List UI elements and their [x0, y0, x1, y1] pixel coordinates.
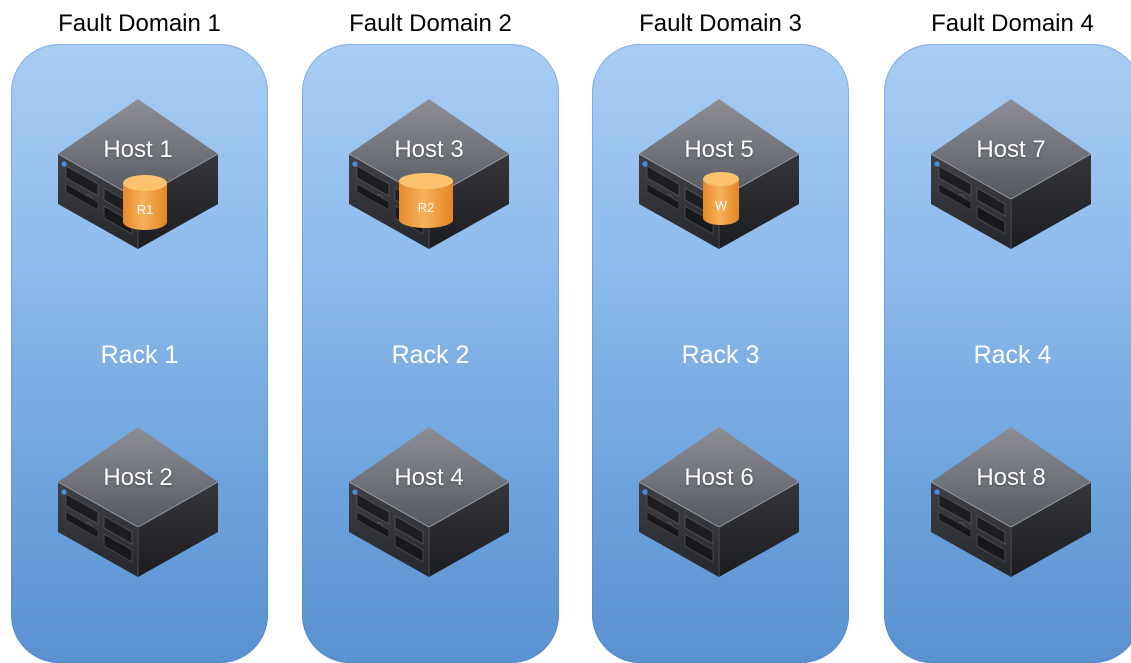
server-icon — [48, 422, 228, 582]
server-icon — [921, 422, 1101, 582]
disk-replica-2: R2 — [397, 172, 455, 230]
host-label: Host 7 — [976, 136, 1046, 163]
host-label: Host 3 — [394, 136, 464, 163]
host-label: Host 6 — [684, 464, 754, 491]
disk-label: R1 — [136, 202, 154, 217]
fault-domain-3: Fault Domain 3 Host 5 W Rack 3 Host 6 — [588, 0, 853, 663]
host-6: Host 6 — [629, 422, 809, 582]
rack-label: Rack 3 — [681, 341, 760, 369]
fault-domain-title: Fault Domain 1 — [58, 10, 221, 37]
host-1: Host 1 R1 — [48, 94, 228, 254]
disk-witness: W — [701, 170, 741, 228]
fault-domain-2: Fault Domain 2 Host 3 R2 Rack 2 Host 4 — [298, 0, 563, 663]
server-icon — [921, 94, 1101, 254]
host-3: Host 3 R2 — [339, 94, 519, 254]
fault-domain-title: Fault Domain 2 — [349, 10, 512, 37]
host-label: Host 1 — [103, 136, 173, 163]
disk-label: W — [714, 198, 728, 213]
rack-label: Rack 2 — [391, 341, 470, 369]
host-label: Host 5 — [684, 136, 754, 163]
host-label: Host 4 — [394, 464, 464, 491]
fault-domain-1: Fault Domain 1 Host 1 R1 Rack 1 Host 2 — [7, 0, 272, 663]
rack-4: Host 7 Rack 4 Host 8 — [884, 44, 1131, 663]
host-7: Host 7 — [921, 94, 1101, 254]
disk-replica-1: R1 — [121, 174, 169, 232]
server-icon — [339, 422, 519, 582]
fault-domain-title: Fault Domain 4 — [931, 10, 1094, 37]
disk-label: R2 — [417, 200, 435, 215]
host-label: Host 8 — [976, 464, 1046, 491]
fault-domain-title: Fault Domain 3 — [639, 10, 802, 37]
rack-1: Host 1 R1 Rack 1 Host 2 — [11, 44, 268, 663]
server-icon — [629, 422, 809, 582]
host-label: Host 2 — [103, 464, 173, 491]
host-8: Host 8 — [921, 422, 1101, 582]
rack-label: Rack 4 — [973, 341, 1052, 369]
host-2: Host 2 — [48, 422, 228, 582]
rack-2: Host 3 R2 Rack 2 Host 4 — [302, 44, 559, 663]
host-4: Host 4 — [339, 422, 519, 582]
host-5: Host 5 W — [629, 94, 809, 254]
fault-domain-4: Fault Domain 4 Host 7 Rack 4 Host 8 — [880, 0, 1131, 663]
rack-3: Host 5 W Rack 3 Host 6 — [592, 44, 849, 663]
rack-label: Rack 1 — [100, 341, 179, 369]
